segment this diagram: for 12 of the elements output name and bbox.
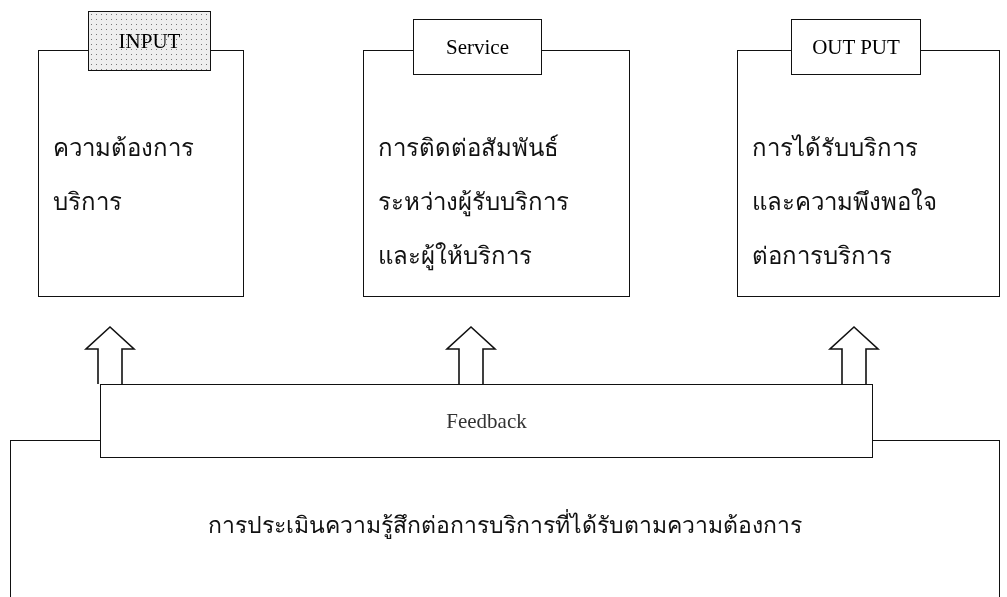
heading-tab: Service bbox=[413, 19, 542, 75]
block-arrow bbox=[83, 325, 137, 385]
feedback-band: Feedback bbox=[100, 384, 873, 458]
box-text: ความต้องการบริการ bbox=[53, 133, 195, 218]
heading-tab: OUT PUT bbox=[791, 19, 921, 75]
block-arrow bbox=[827, 325, 881, 385]
block-arrow bbox=[444, 325, 498, 385]
box-text: การได้รับบริการและความพึงพอใจต่อการบริการ bbox=[752, 133, 938, 272]
heading-tab: INPUT bbox=[88, 11, 211, 71]
evaluation-box bbox=[10, 440, 1000, 597]
box-text: การติดต่อสัมพันธ์ระหว่างผู้รับบริการและผู้ให้บริการ bbox=[378, 133, 570, 273]
box-text: การประเมินความรู้สึกต่อการบริการที่ได้รับตามความต้องการ bbox=[11, 507, 999, 543]
